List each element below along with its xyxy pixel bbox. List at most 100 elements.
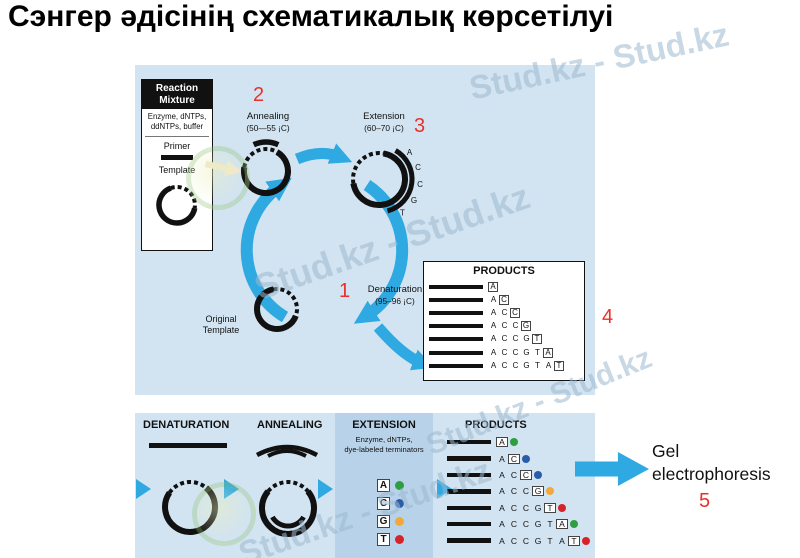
base-letter: C	[522, 502, 530, 513]
denatured-strand-line	[149, 443, 227, 448]
base-letter: C	[377, 497, 390, 511]
base-letter: C	[510, 307, 520, 318]
extension-circle-icon: A C C G T	[350, 148, 423, 218]
extension-column-box: EXTENSION Enzyme, dNTPs, dye-labeled ter…	[335, 413, 433, 558]
base-letter: G	[532, 486, 544, 497]
base-letter: A	[490, 360, 497, 370]
base-letter: C	[512, 321, 519, 331]
base-letter: C	[512, 334, 519, 344]
annealing-column-header: ANNEALING	[257, 419, 323, 431]
base-letter: G	[523, 334, 530, 344]
dna-strand-line	[447, 521, 491, 527]
cycle-left-arrow-icon	[240, 177, 292, 323]
reaction-mixture-header: Reaction Mixture	[142, 80, 212, 109]
base-letter: C	[417, 180, 423, 189]
dna-strand-line	[447, 439, 491, 445]
extension-note-line1: Enzyme, dNTPs,	[355, 435, 413, 444]
base-letter: G	[534, 519, 542, 530]
base-letter: G	[521, 321, 531, 332]
base-letter: A	[543, 347, 553, 358]
annealed-template-circle-icon	[259, 480, 317, 538]
cycle-arrows-graphic	[240, 143, 435, 371]
reaction-mixture-box: Reaction Mixture Enzyme, dNTPs, ddNTPs, …	[141, 79, 213, 251]
dye-dot-red	[582, 536, 590, 545]
base-letter: A	[499, 486, 505, 497]
dna-strand-line	[447, 456, 491, 461]
flow-arrow-icon	[318, 479, 333, 499]
base-letter: T	[547, 519, 553, 530]
template-circle-icon	[156, 185, 198, 226]
extension-temp-text: (60–70 ¡C)	[364, 122, 404, 133]
extension-note: Enzyme, dNTPs, dye-labeled terminators	[335, 435, 433, 455]
dna-strand-line	[429, 363, 483, 368]
base-letter: G	[523, 360, 530, 370]
reaction-contents: Enzyme, dNTPs, ddNTPs, buffer	[142, 112, 212, 132]
extension-label: Extension (60–70 ¡C)	[347, 111, 421, 133]
base-letter: T	[532, 334, 542, 345]
base-letter: C	[522, 535, 530, 546]
terminator-row: G	[335, 513, 433, 531]
dye-dot-blue	[395, 499, 404, 509]
base-letter: A	[499, 453, 505, 464]
base-letter: T	[535, 360, 540, 370]
dna-strand-line	[447, 538, 491, 543]
annealing-to-extension-arrow-icon	[294, 143, 353, 165]
terminator-row: T	[335, 531, 433, 549]
base-letter: A	[559, 535, 565, 546]
dye-dot-green	[395, 481, 404, 491]
base-letter: A	[490, 321, 497, 331]
annealing-arcs-icon	[255, 444, 319, 458]
original-template-circle-icon	[254, 286, 299, 332]
extension-note-line2: dye-labeled terminators	[344, 444, 424, 454]
step-number-5: 5	[699, 490, 711, 512]
original-template-label: Original Template	[193, 314, 249, 337]
dna-strand-line	[429, 350, 483, 355]
annealing-label: Annealing (50—55 ¡C)	[231, 111, 305, 133]
page-title: Сэнгер әдісінің схематикалық көрсетілуі	[8, 0, 614, 33]
to-products-arrow-icon	[373, 323, 435, 371]
step-number-1: 1	[339, 280, 351, 302]
base-letter: C	[508, 453, 520, 464]
base-letter: C	[499, 294, 509, 305]
primer-label: Primer	[163, 141, 191, 152]
dna-strand-line	[447, 505, 491, 510]
denaturation-label: Denaturation (95–96 ¡C)	[353, 284, 437, 306]
base-letter: A	[499, 519, 505, 530]
original-template-line2: Template	[202, 325, 240, 336]
base-letter: C	[520, 469, 532, 480]
base-letter: C	[510, 519, 518, 530]
base-letter: C	[512, 360, 519, 370]
dye-dot-green	[570, 520, 578, 529]
dna-strand-line	[429, 337, 483, 342]
base-letter: A	[490, 334, 497, 344]
reaction-contents-line2: ddNTPs, buffer	[150, 122, 204, 132]
base-letter: C	[415, 163, 421, 172]
base-letter: G	[534, 502, 542, 513]
base-letter: G	[377, 515, 390, 529]
cycle-right-arrow-icon	[353, 179, 409, 324]
base-letter: C	[501, 347, 508, 357]
dye-dot-red	[395, 535, 404, 545]
divider	[145, 136, 209, 138]
gel-label-line2: electrophoresis	[652, 463, 771, 484]
step-number-4: 4	[602, 306, 614, 328]
gel-electrophoresis-label: Gel electrophoresis	[652, 440, 771, 486]
base-letter: C	[512, 347, 519, 357]
dna-strand-line	[429, 284, 483, 289]
base-letter: G	[411, 196, 417, 205]
original-template-line1: Original	[205, 314, 237, 324]
gel-label-line1: Gel	[652, 441, 680, 461]
base-letter: A	[377, 479, 390, 493]
